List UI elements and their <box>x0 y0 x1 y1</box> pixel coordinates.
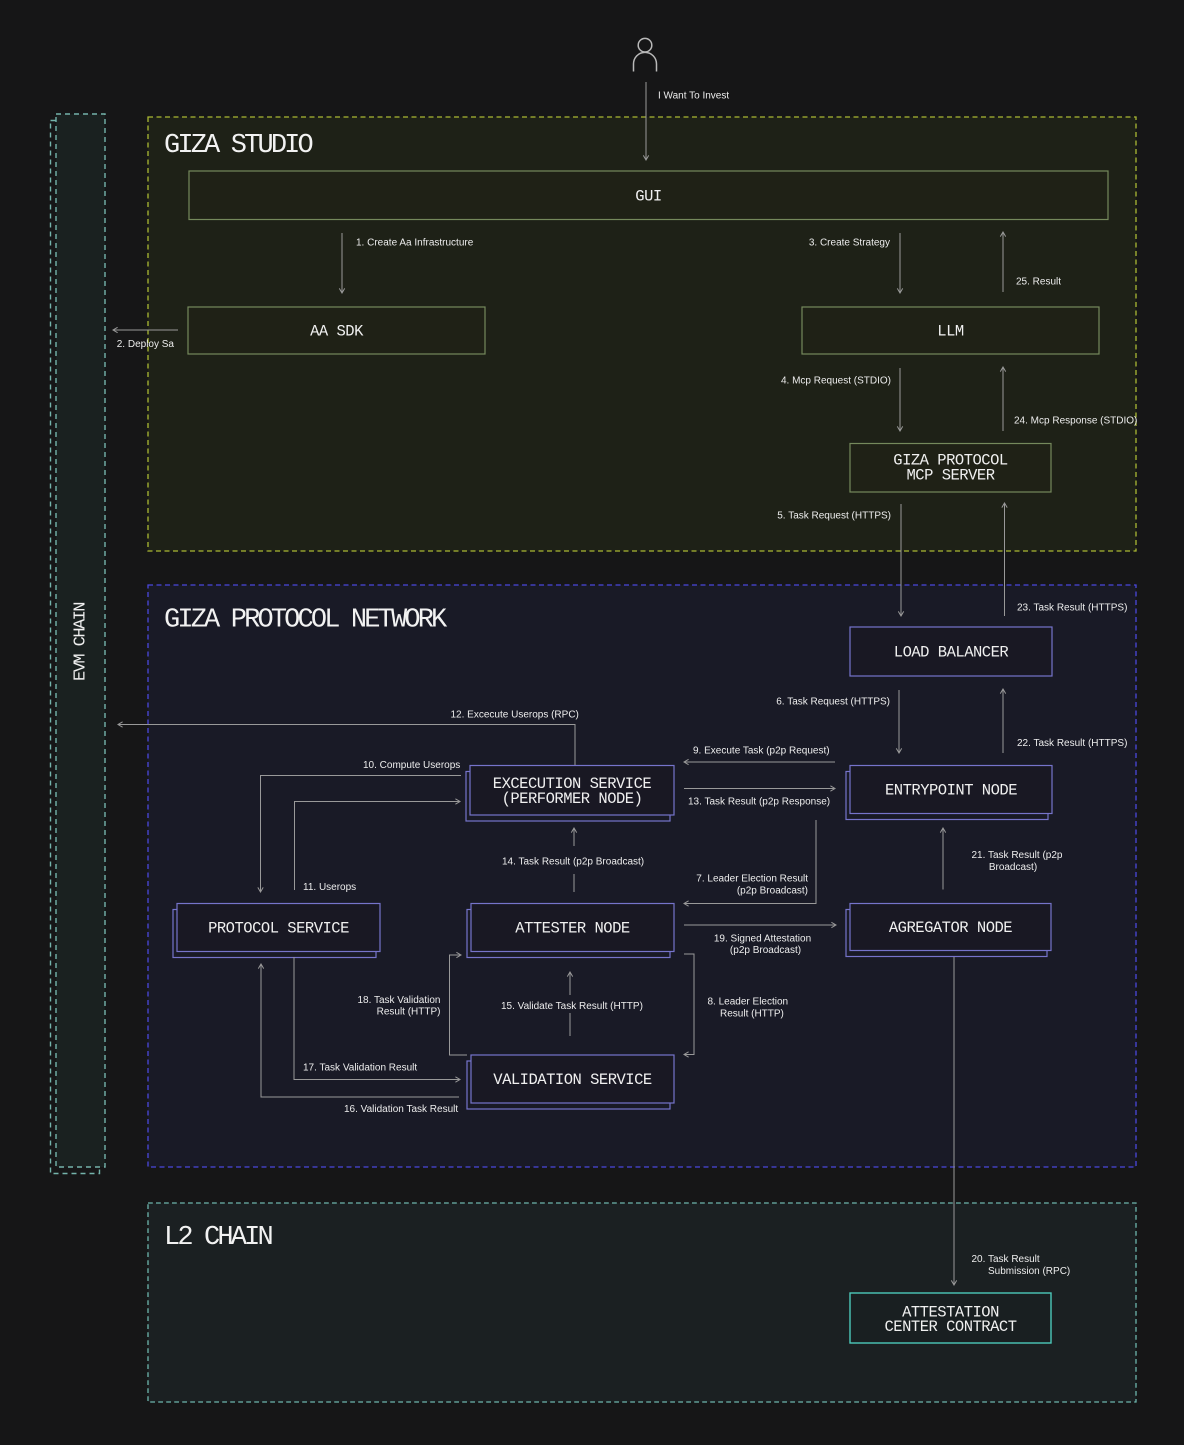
svg-text:5. Task Request (HTTPS): 5. Task Request (HTTPS) <box>777 511 891 522</box>
svg-text:VALIDATION SERVICE: VALIDATION SERVICE <box>493 1071 652 1089</box>
svg-text:(p2p Broadcast): (p2p Broadcast) <box>737 886 808 897</box>
svg-text:Result (HTTP): Result (HTTP) <box>377 1007 441 1018</box>
svg-text:10. Compute Userops: 10. Compute Userops <box>363 760 460 771</box>
svg-text:1. Create Aa Infrastructure: 1. Create Aa Infrastructure <box>356 238 474 249</box>
svg-text:MCP SERVER: MCP SERVER <box>906 467 994 485</box>
svg-text:11. Userops: 11. Userops <box>303 882 356 893</box>
svg-text:13. Task Result (p2p Response): 13. Task Result (p2p Response) <box>688 797 830 808</box>
svg-text:9. Execute Task (p2p Request): 9. Execute Task (p2p Request) <box>693 746 830 757</box>
svg-text:8. Leader Election: 8. Leader Election <box>708 997 789 1008</box>
svg-text:I Want To Invest: I Want To Invest <box>658 91 729 102</box>
svg-text:Submission (RPC): Submission (RPC) <box>988 1266 1070 1277</box>
svg-text:21. Task Result (p2p: 21. Task Result (p2p <box>972 850 1063 861</box>
svg-text:EXCECUTION SERVICE: EXCECUTION SERVICE <box>493 775 652 793</box>
svg-text:6. Task Request (HTTPS): 6. Task Request (HTTPS) <box>776 697 890 708</box>
svg-text:22. Task Result (HTTPS): 22. Task Result (HTTPS) <box>1017 738 1127 749</box>
svg-text:ENTRYPOINT NODE: ENTRYPOINT NODE <box>885 781 1017 799</box>
svg-text:PROTOCOL SERVICE: PROTOCOL SERVICE <box>208 919 349 937</box>
svg-text:ATTESTATION: ATTESTATION <box>902 1304 999 1322</box>
svg-text:23. Task Result (HTTPS): 23. Task Result (HTTPS) <box>1017 603 1127 614</box>
svg-text:Broadcast): Broadcast) <box>989 862 1037 873</box>
svg-text:19. Signed Attestation: 19. Signed Attestation <box>714 934 811 945</box>
svg-text:2. Deploy Sa: 2. Deploy Sa <box>117 339 175 350</box>
svg-text:LOAD BALANCER: LOAD BALANCER <box>894 643 1009 661</box>
svg-text:GIZA STUDIO: GIZA STUDIO <box>164 131 313 161</box>
svg-text:3. Create Strategy: 3. Create Strategy <box>809 238 890 249</box>
svg-text:16. Validation Task Result: 16. Validation Task Result <box>344 1104 458 1115</box>
svg-text:24. Mcp Response (STDIO): 24. Mcp Response (STDIO) <box>1014 416 1137 427</box>
svg-text:20. Task Result: 20. Task Result <box>972 1254 1040 1265</box>
svg-text:(PERFORMER NODE): (PERFORMER NODE) <box>502 790 643 808</box>
svg-text:ATTESTER NODE: ATTESTER NODE <box>515 919 630 937</box>
svg-text:17. Task Validation Result: 17. Task Validation Result <box>303 1063 417 1074</box>
svg-text:L2 CHAIN: L2 CHAIN <box>164 1223 272 1253</box>
svg-text:4. Mcp Request (STDIO): 4. Mcp Request (STDIO) <box>781 376 891 387</box>
svg-text:CENTER CONTRACT: CENTER CONTRACT <box>884 1318 1016 1336</box>
svg-text:AA SDK: AA SDK <box>310 322 364 340</box>
svg-text:EVM CHAIN: EVM CHAIN <box>72 603 91 681</box>
svg-text:AGREGATOR NODE: AGREGATOR NODE <box>889 919 1012 937</box>
svg-text:GUI: GUI <box>635 187 661 205</box>
svg-text:25. Result: 25. Result <box>1016 277 1061 288</box>
svg-text:GIZA PROTOCOL NETWORK: GIZA PROTOCOL NETWORK <box>164 606 448 636</box>
svg-text:7. Leader Election Result: 7. Leader Election Result <box>696 874 808 885</box>
svg-text:GIZA PROTOCOL: GIZA PROTOCOL <box>893 452 1008 470</box>
svg-text:12. Excecute Userops (RPC): 12. Excecute Userops (RPC) <box>451 709 579 720</box>
svg-text:(p2p Broadcast): (p2p Broadcast) <box>730 945 801 956</box>
svg-text:15. Validate Task Result (HTTP: 15. Validate Task Result (HTTP) <box>501 1001 643 1012</box>
svg-text:14. Task Result (p2p Broadcast: 14. Task Result (p2p Broadcast) <box>502 857 644 868</box>
svg-text:Result (HTTP): Result (HTTP) <box>720 1009 784 1020</box>
svg-text:18. Task Validation: 18. Task Validation <box>357 995 440 1006</box>
svg-text:LLM: LLM <box>937 322 964 340</box>
